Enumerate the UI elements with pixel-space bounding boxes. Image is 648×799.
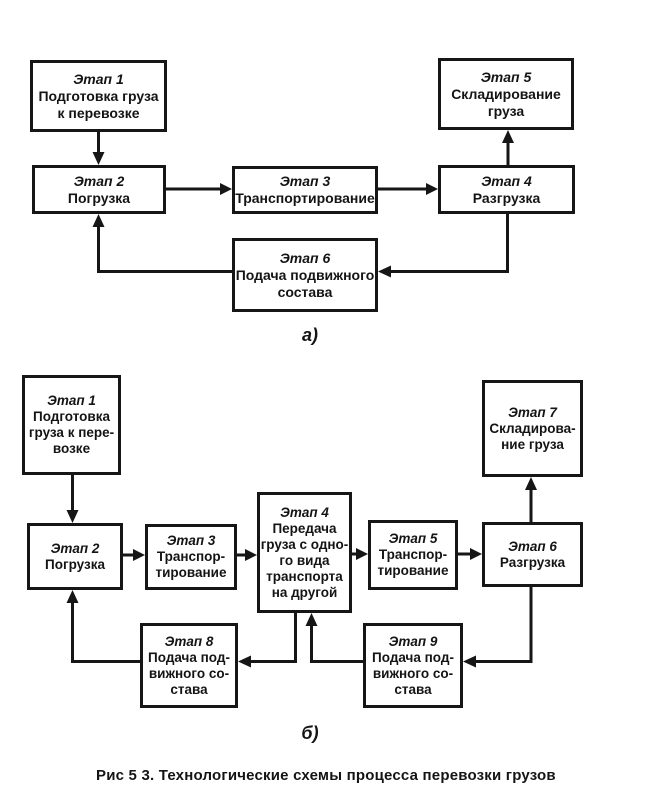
arrow-b-stage6-to-stage9 [463,587,533,668]
stage-desc: Разгрузка [472,189,541,206]
stage-box-a5: Этап 5 Складирование груза [438,58,574,130]
stage-title: Этап 9 [388,633,438,649]
arrow-a-stage4-to-stage6 [378,214,509,278]
stage-title: Этап 2 [73,172,125,189]
arrow-b-stage9-to-stage4 [305,613,363,663]
stage-box-b8: Этап 8 Подача под- вижного со- става [140,623,238,708]
arrow-b-stage8-to-stage2 [66,590,140,663]
stage-title: Этап 8 [164,633,214,649]
stage-desc: Подача под- вижного со- става [148,649,230,697]
stage-title: Этап 5 [388,531,438,546]
stage-box-a3: Этап 3 Транспортирование [232,166,378,214]
stage-desc: Подача подвижного состава [235,266,375,300]
arrow-b-stage5-to-stage6 [458,548,482,560]
stage-title: Этап 4 [481,172,532,189]
stage-desc: Складирова- ние груза [489,420,576,452]
stage-title: Этап 5 [480,68,532,85]
stage-desc: Транспортирование [235,190,375,206]
stage-title: Этап 3 [279,173,331,189]
arrow-a-stage1-to-stage2 [92,132,105,165]
stage-box-b7: Этап 7 Складирова- ние груза [482,380,583,477]
stage-box-b6: Этап 6 Разгрузка [482,522,583,587]
stage-box-b9: Этап 9 Подача под- вижного со- става [363,623,463,708]
stage-desc: Подача под- вижного со- става [372,649,454,697]
stage-title: Этап 1 [73,70,124,87]
stage-box-a1: Этап 1 Подготовка груза к перевозке [30,60,167,132]
arrow-a-stage3-to-stage4 [378,183,438,195]
stage-title: Этап 4 [280,504,329,520]
stage-box-b2: Этап 2 Погрузка [27,523,123,590]
stage-title: Этап 7 [508,404,557,420]
stage-box-b1: Этап 1 Подготовка груза к пере- возке [22,375,121,475]
stage-desc: Передача груза с одно- го вида транспорт… [260,520,349,600]
stage-desc: Погрузка [45,556,105,572]
arrow-b-stage4-to-stage8 [238,613,297,668]
stage-box-b3: Этап 3 Транспор- тирование [145,524,237,590]
arrow-a-stage2-to-stage3 [166,183,232,195]
stage-title: Этап 2 [50,540,100,556]
arrow-a-stage4-to-stage5 [502,130,514,165]
arrow-b-stage1-to-stage2 [66,475,79,523]
stage-box-a6: Этап 6 Подача подвижного состава [232,238,378,312]
diagram-a-label: а) [301,325,318,345]
arrow-b-stage4-to-stage5 [352,548,368,560]
stage-box-b5: Этап 5 Транспор- тирование [368,520,458,590]
stage-desc: Транспор- тирование [377,547,449,578]
stage-box-b4: Этап 4 Передача груза с одно- го вида тр… [257,492,352,613]
stage-desc: Складирование груза [451,85,561,119]
stage-desc: Транспор- тирование [155,549,227,580]
diagram-b-label: б) [301,723,319,743]
stage-desc: Погрузка [67,189,131,206]
stage-box-a2: Этап 2 Погрузка [32,165,166,214]
arrow-b-stage3-to-stage4 [237,549,257,561]
stage-title: Этап 6 [508,538,557,554]
arrow-a-stage6-to-stage2 [92,214,232,273]
arrow-b-stage2-to-stage3 [123,549,145,561]
figure-caption: Рис 5 3. Технологические схемы процесса … [96,767,556,784]
stage-title: Этап 3 [166,533,216,548]
stage-title: Этап 6 [279,249,331,266]
stage-title: Этап 1 [47,393,96,408]
stage-box-a4: Этап 4 Разгрузка [438,165,575,214]
stage-desc: Разгрузка [499,554,566,570]
stage-desc: Подготовка груза к перевозке [38,87,159,121]
stage-desc: Подготовка груза к пере- возке [28,409,115,456]
arrow-b-stage6-to-stage7 [525,477,537,522]
